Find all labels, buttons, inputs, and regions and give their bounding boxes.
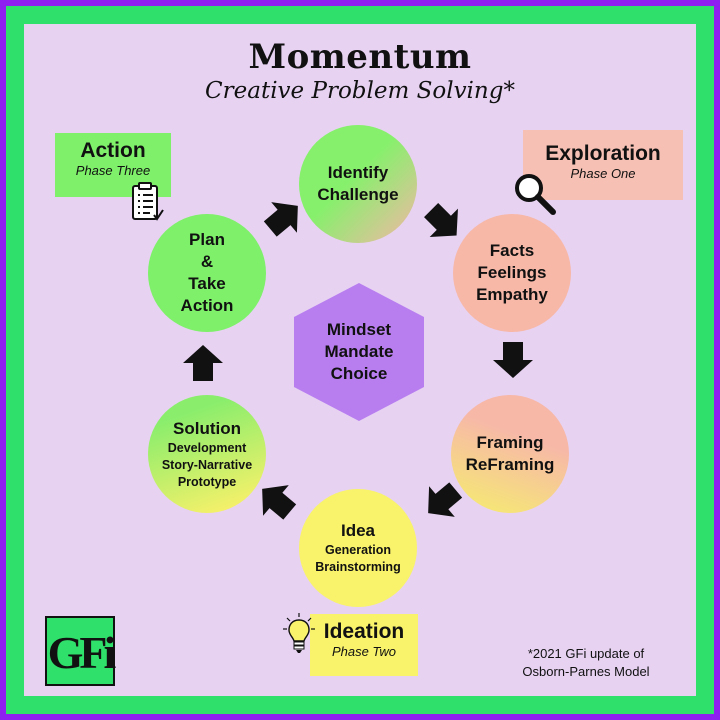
lightbulb-icon [283,613,315,653]
clipboard-checklist-icon [132,182,164,221]
magnifying-glass-icon [515,174,556,215]
step-line: Framing [476,433,544,452]
step-line: ReFraming [465,455,555,474]
logo-text: GFi [47,627,117,678]
phase-title: Exploration [545,142,661,165]
page-subtitle: Creative Problem Solving* [205,78,515,104]
step-plan-take-action: Plan & Take Action [148,214,266,332]
step-solution-development: Solution Development Story-Narrative Pro… [148,395,266,513]
step-line: Take [188,274,226,293]
phase-ideation-box: Ideation Phase Two [310,614,418,676]
step-facts-feelings-empathy: Facts Feelings Empathy [453,214,571,332]
step-identify-challenge: Identify Challenge [299,125,417,243]
step-line: Action [180,296,234,315]
phase-title: Ideation [323,620,405,643]
gfi-logo: GFi [45,616,117,686]
arrow-facts-to-framing [493,342,533,378]
footnote-line: Osborn-Parnes Model [522,664,650,679]
phase-subtitle: Phase Two [331,644,397,659]
step-line: Generation [325,543,391,557]
step-line: Brainstorming [315,560,401,574]
center-line: Mandate [324,342,394,361]
center-text: Mindset Mandate Choice [290,283,428,421]
step-line: Identify [327,163,389,182]
footnote-line: *2021 GFi update of [527,646,645,661]
step-framing-reframing: Framing ReFraming [451,395,569,513]
step-line: Story-Narrative [161,457,253,472]
step-line: Development [167,440,247,455]
phase-exploration-box: Exploration Phase One [523,130,683,200]
step-line: Facts [489,241,535,260]
step-line: Feelings [477,263,547,282]
step-line: Challenge [317,185,399,204]
center-line: Mindset [326,320,392,339]
step-line: Prototype [177,474,237,489]
step-line: & [200,252,214,271]
arrow-solution-to-plan [183,345,223,381]
center-hexagon [294,283,424,421]
step-title: Solution [173,418,241,438]
phase-subtitle: Phase Three [75,163,151,178]
step-idea-generation: Idea Generation Brainstorming [299,489,417,607]
step-title: Idea [340,521,376,540]
step-line: Empathy [476,285,548,304]
phase-subtitle: Phase One [570,166,636,181]
diagram-panel: Momentum Creative Problem Solving* Ident… [24,24,696,696]
page-title: Momentum [248,37,472,77]
footnote: *2021 GFi update of Osborn-Parnes Model [486,645,686,681]
phase-title: Action [80,139,146,162]
step-line: Plan [189,230,225,249]
center-line: Choice [330,364,388,383]
